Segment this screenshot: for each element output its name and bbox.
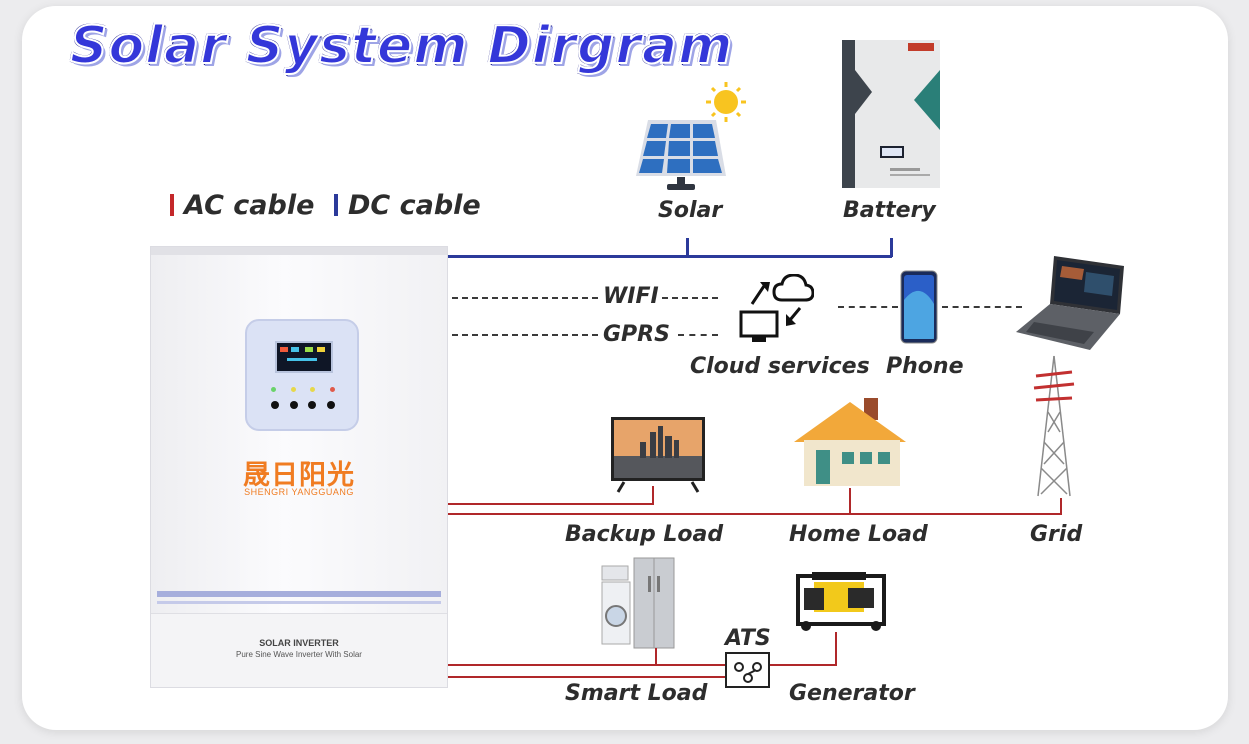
ac-home-drop [849, 488, 851, 514]
solar-inverter: 晟日阳光 SHENGRI YANGGUANG SOLAR INVERTER Pu… [150, 246, 448, 688]
ac-home-grid-line [448, 513, 1062, 515]
grid-tower-icon [1033, 355, 1075, 497]
backup-load-label: Backup Load [565, 522, 724, 547]
home-load-label: Home Load [789, 522, 928, 547]
wifi-dash-left [452, 297, 598, 299]
phone-laptop-dash [942, 306, 1022, 308]
dc-solar-drop [686, 238, 689, 257]
ac-ats-line-low [448, 676, 726, 678]
wifi-label: WIFI [603, 284, 659, 309]
generator-label: Generator [789, 681, 915, 706]
ac-smart-line [448, 664, 726, 666]
solar-label: Solar [658, 198, 723, 223]
dc-battery-drop [890, 238, 893, 257]
legend-ac: AC cable [170, 190, 314, 221]
laptop-icon [1016, 256, 1124, 350]
ats-label: ATS [725, 626, 771, 651]
inverter-buttons [271, 401, 335, 409]
gprs-dash-right [678, 334, 718, 336]
wifi-dash-right [662, 297, 718, 299]
inverter-stripe-thin [157, 601, 441, 604]
dc-bus-line [448, 255, 892, 258]
inverter-leds [271, 387, 335, 392]
legend-dc-label: DC cable [348, 190, 481, 221]
battery-label: Battery [843, 198, 936, 223]
ac-backup-line [448, 503, 654, 505]
cloud-services-label: Cloud services [690, 354, 870, 379]
tv-icon [611, 417, 705, 493]
cloud-phone-dash [838, 306, 898, 308]
ac-smart-drop [655, 648, 657, 666]
phone-label: Phone [886, 354, 964, 379]
brand-english: SHENGRI YANGGUANG [244, 487, 354, 497]
smart-load-label: Smart Load [565, 681, 708, 706]
inverter-base: SOLAR INVERTER Pure Sine Wave Inverter W… [151, 613, 447, 687]
ats-switch-icon [734, 662, 762, 683]
house-icon [794, 398, 906, 486]
legend-dc: DC cable [334, 190, 481, 221]
gprs-dash-left [452, 334, 598, 336]
gprs-label: GPRS [603, 322, 670, 347]
diagram-title: Solar System Dirgram [69, 15, 734, 77]
ac-grid-drop [1060, 498, 1062, 514]
inverter-model: SOLAR INVERTER [259, 638, 339, 648]
phone-icon [900, 270, 938, 344]
solar-panel-icon [636, 82, 746, 190]
inverter-stripe [157, 591, 441, 597]
battery-icon [842, 40, 940, 188]
ac-backup-drop [652, 486, 654, 505]
ac-swatch [170, 194, 174, 216]
ac-generator-line [769, 664, 837, 666]
inverter-control-panel [245, 319, 359, 431]
legend-ac-label: AC cable [184, 190, 315, 221]
smart-load-icon [601, 557, 675, 649]
inverter-subtitle: Pure Sine Wave Inverter With Solar [236, 650, 362, 659]
brand-chinese: 晟日阳光 [243, 460, 355, 490]
inverter-top-edge [151, 247, 447, 255]
dc-swatch [334, 194, 338, 216]
generator-icon [796, 572, 886, 631]
ats-switch [725, 652, 770, 688]
ac-generator-drop [835, 632, 837, 666]
cloud-services-icon [739, 274, 814, 342]
sun-icon [706, 82, 746, 122]
inverter-lcd [275, 341, 333, 373]
grid-label: Grid [1030, 522, 1083, 547]
